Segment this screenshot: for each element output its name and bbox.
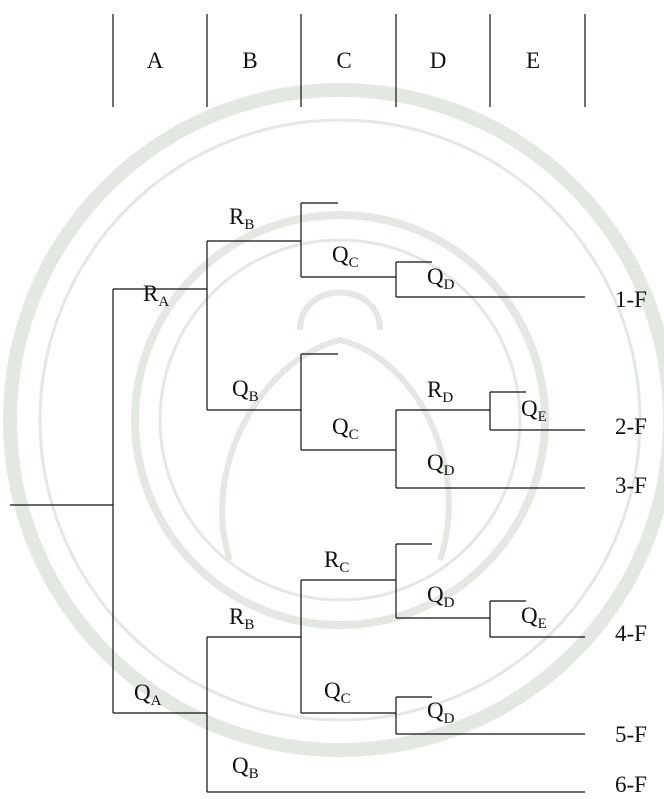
column-label-e: E	[526, 48, 540, 73]
outcome-label-1: 1-F	[615, 287, 647, 312]
outcome-label-6: 6-F	[615, 772, 647, 797]
column-label-d: D	[430, 48, 447, 73]
branch-label-ra: RA	[143, 281, 169, 310]
outcome-label-2: 2-F	[615, 414, 647, 439]
outcome-label-5: 5-F	[615, 722, 647, 747]
branch-label-qd-2: QD	[427, 450, 455, 479]
column-label-c: C	[336, 48, 351, 73]
branch-label-rd: RD	[427, 377, 453, 406]
branch-label-qc-2: QC	[332, 414, 359, 443]
branch-label-rc: RC	[324, 547, 349, 576]
branch-label-qd-1: QD	[427, 264, 455, 293]
branch-label-qe-2: QE	[521, 603, 547, 632]
column-label-b: B	[242, 48, 257, 73]
outcome-label-4: 4-F	[615, 621, 647, 646]
branch-label-qc-1: QC	[332, 242, 359, 271]
column-label-a: A	[147, 48, 164, 73]
branch-label-qa: QA	[134, 680, 162, 709]
branch-label-qd-3: QD	[427, 582, 455, 611]
branch-label-qb-bottom: QB	[232, 753, 259, 782]
branch-label-rb-top: RB	[229, 204, 254, 233]
branch-label-qc-3: QC	[324, 678, 351, 707]
branch-label-qb-top: QB	[232, 376, 259, 405]
outcome-label-3: 3-F	[615, 473, 647, 498]
branch-label-qd-4: QD	[427, 698, 455, 727]
